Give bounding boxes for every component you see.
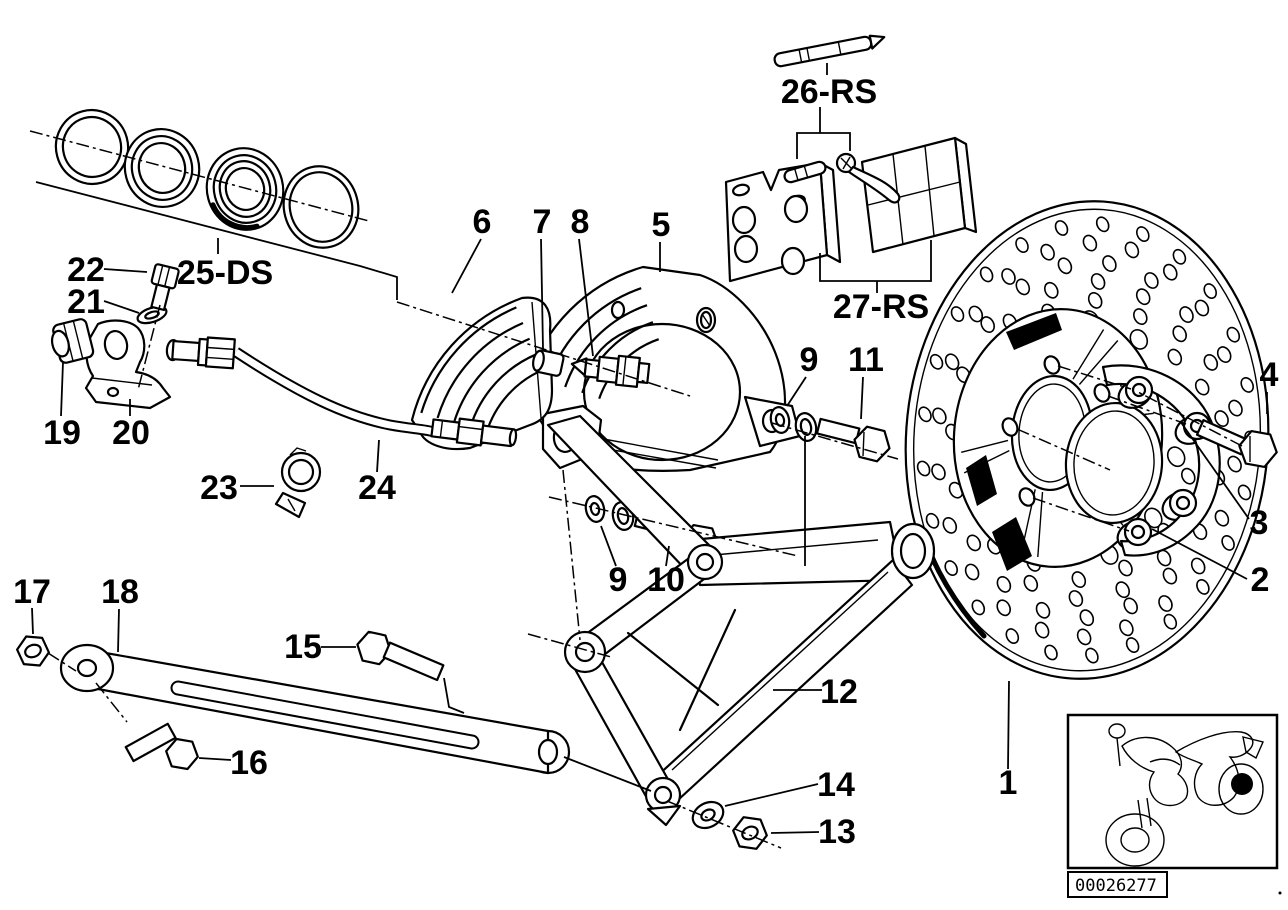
- hub-spacer: [1064, 401, 1164, 525]
- callout-4[interactable]: 4: [1260, 356, 1279, 394]
- hose-bracket: [84, 319, 172, 410]
- leader-lines: [29, 63, 1268, 849]
- brake-hose: [165, 336, 518, 448]
- caliper-plug: [532, 349, 565, 377]
- callout-19[interactable]: 19: [43, 414, 81, 452]
- callout-15[interactable]: 15: [284, 628, 322, 666]
- callout-10[interactable]: 10: [647, 561, 685, 599]
- bleeder-valve: [570, 354, 651, 388]
- hose-fitting-right: [430, 417, 518, 448]
- brake-pads: [860, 136, 978, 254]
- callout-17[interactable]: 17: [13, 573, 51, 611]
- callout-23[interactable]: 23: [200, 469, 238, 507]
- callout-9b[interactable]: 9: [609, 561, 628, 599]
- brake-pad-anchor-plate: [724, 161, 842, 283]
- carrier-nut: [732, 816, 768, 850]
- callout-7[interactable]: 7: [533, 203, 552, 241]
- callout-9a[interactable]: 9: [800, 341, 819, 379]
- motorcycle-icon: [1105, 723, 1264, 867]
- callout-1[interactable]: 1: [999, 764, 1018, 802]
- carrier-washer: [691, 800, 725, 830]
- callout-26rs[interactable]: 26-RS: [781, 73, 877, 111]
- hose-fitting-left: [165, 336, 236, 370]
- torque-rod: [59, 643, 571, 775]
- callout-8[interactable]: 8: [571, 203, 590, 241]
- caliper-carrier: [546, 414, 936, 827]
- callout-12[interactable]: 12: [820, 673, 858, 711]
- brake-caliper: [525, 265, 802, 472]
- rod-bolt-upper: [356, 630, 445, 682]
- callout-2[interactable]: 2: [1251, 561, 1270, 599]
- callout-11[interactable]: 11: [848, 341, 884, 379]
- grommet-bushing: [50, 318, 95, 364]
- washer-set-upper: [769, 406, 818, 442]
- callout-20[interactable]: 20: [112, 414, 150, 452]
- callout-5[interactable]: 5: [652, 206, 671, 244]
- callout-14[interactable]: 14: [817, 766, 855, 804]
- pressure-pad-finned: [410, 296, 554, 451]
- callout-16[interactable]: 16: [230, 744, 268, 782]
- rod-nut: [16, 635, 51, 667]
- callout-21[interactable]: 21: [67, 283, 105, 321]
- bracket-screw: [150, 263, 180, 312]
- callout-6[interactable]: 6: [473, 203, 492, 241]
- seal-ring-set: [54, 108, 360, 249]
- stamp-box: 00026277: [1066, 713, 1282, 898]
- rod-bolt-lower: [124, 722, 199, 771]
- callout-3[interactable]: 3: [1250, 504, 1269, 542]
- pad-pin-short: [783, 160, 827, 184]
- callout-24[interactable]: 24: [358, 469, 396, 507]
- callout-25ds[interactable]: 25-DS: [177, 254, 273, 292]
- pad-pin-long: [773, 34, 886, 68]
- callout-27rs[interactable]: 27-RS: [833, 288, 929, 326]
- caliper-bolt-upper: [815, 417, 891, 463]
- stamp-part-number: 00026277: [1075, 876, 1157, 896]
- callout-labels: 22 21 25-DS 19 20 23 24 6 7 8 5 26-RS 27…: [13, 73, 1278, 851]
- callout-18[interactable]: 18: [101, 573, 139, 611]
- hose-clamp: [274, 447, 322, 519]
- callout-22[interactable]: 22: [67, 251, 105, 289]
- callout-13[interactable]: 13: [818, 813, 856, 851]
- pad-retaining-spring: [835, 152, 901, 204]
- driving-flange: [1101, 364, 1221, 557]
